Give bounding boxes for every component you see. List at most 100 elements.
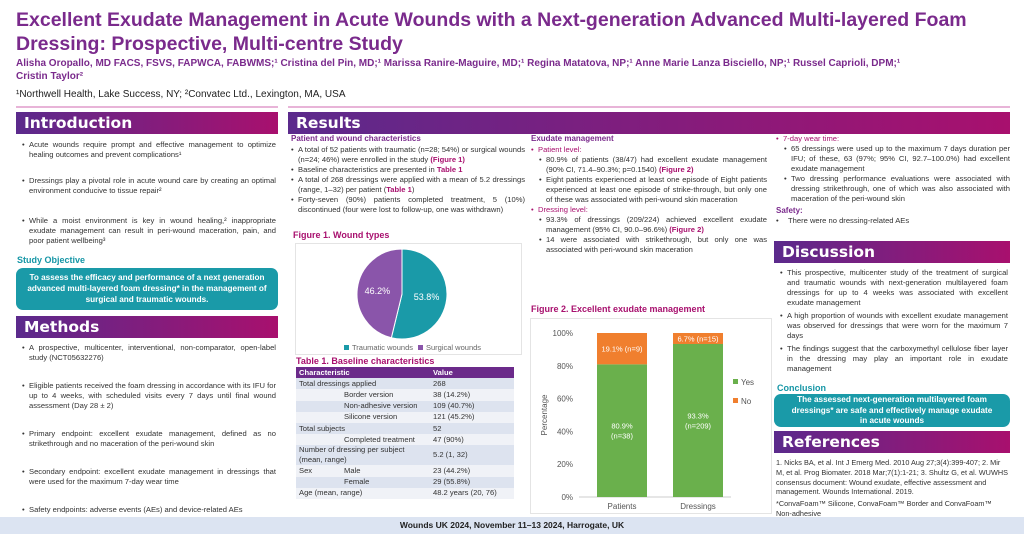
text: A total of 52 patients with traumatic (n… (298, 145, 525, 164)
list-item: The findings suggest that the carboxymet… (780, 344, 1008, 374)
discussion-heading: Discussion (774, 241, 1010, 263)
cell-empty (296, 389, 341, 401)
legend-label: Traumatic wounds (352, 343, 413, 352)
legend-label: Yes (741, 378, 754, 387)
column-header: Value (430, 367, 514, 379)
list-item: Primary endpoint: excellent exudate mana… (22, 429, 276, 449)
list-item: Eligible patients received the foam dres… (22, 381, 276, 411)
figure-2-ref[interactable]: (Figure 2) (658, 165, 694, 174)
pie-slice (390, 248, 448, 340)
legend-label: Surgical wounds (426, 343, 481, 352)
references-heading: References (774, 431, 1010, 453)
cell-subcategory: Non-adhesive version (341, 400, 430, 412)
x-tick-label: Dressings (680, 502, 716, 511)
cell-subcategory: Completed treatment (341, 434, 430, 446)
list-item: 65 dressings were used up to the maximum… (784, 144, 1010, 174)
study-objective-box: To assess the efficacy and performance o… (16, 268, 278, 310)
cell-value: 268 (430, 378, 514, 390)
list-item: While a moist environment is key in woun… (22, 216, 276, 246)
list-item: This prospective, multicenter study of t… (780, 268, 1008, 308)
list-item: Safety endpoints: adverse events (AEs) a… (22, 505, 276, 515)
cell-value: 47 (90%) (430, 434, 514, 446)
list-item: A total of 268 dressings were applied wi… (291, 175, 525, 195)
list-item: 93.3% of dressings (209/224) achieved ex… (539, 215, 767, 235)
figure-1-pie-chart: 53.8% Traumatic wounds 46.2% Surgical wound… (295, 243, 522, 355)
legend-swatch (418, 345, 423, 350)
wear-time-label: 7-day wear time: (776, 134, 1010, 144)
list-item: Secondary endpoint: excellent exudate ma… (22, 467, 276, 487)
list-item: There were no dressing-related AEs (776, 216, 1010, 226)
cell-value: 48.2 years (20, 76) (430, 487, 514, 499)
bar-data-label: 93.3% (687, 411, 709, 420)
exudate-heading: Exudate management (531, 134, 614, 143)
bar-segment-no (597, 333, 647, 365)
affiliations: ¹Northwell Health, Lake Success, NY; ²Co… (16, 89, 346, 100)
table-1-ref[interactable]: Table 1 (386, 185, 412, 194)
bar-segment-yes (673, 343, 723, 497)
cell-value: 23 (44.2%) (430, 465, 514, 477)
study-objective-heading: Study Objective (17, 255, 86, 265)
divider (288, 106, 1010, 108)
pie-data-label: 53.8% (414, 292, 440, 302)
footer: Wounds UK 2024, November 11–13 2024, Har… (0, 517, 1024, 534)
x-tick-label: Patients (608, 502, 637, 511)
list-item: Dressings play a pivotal role in acute w… (22, 176, 276, 196)
table-row: Number of dressing per subject (mean, ra… (296, 445, 514, 466)
y-tick-label: 100% (553, 329, 573, 338)
patient-wound-heading: Patient and wound characteristics (291, 134, 421, 143)
methods-heading: Methods (16, 316, 278, 338)
safety-heading: Safety: (776, 206, 803, 215)
legend-label: No (741, 397, 752, 406)
bar-data-label: 19.1% (n=9) (601, 345, 643, 354)
cell-characteristic: Total dressings applied (296, 378, 430, 390)
patient-wound-list: A total of 52 patients with traumatic (n… (291, 145, 525, 215)
footnote: *ConvaFoam™ Silicone, ConvaFoam™ Border … (776, 499, 992, 518)
table-1-title: Table 1. Baseline characteristics (296, 356, 435, 366)
cell-subcategory: Silicone version (341, 411, 430, 423)
bar-data-label: 80.9% (611, 422, 633, 431)
y-tick-label: 40% (557, 427, 573, 436)
column-header: Characteristic (296, 367, 430, 379)
text: 80.9% of patients (38/47) had excellent … (546, 155, 767, 174)
legend-swatch (733, 379, 738, 384)
y-tick-label: 0% (561, 493, 573, 502)
pie-svg: 53.8% Traumatic wounds 46.2% Surgical wound… (344, 248, 481, 352)
cell-subcategory: Female (341, 476, 430, 488)
cell-subcategory: Male (341, 465, 430, 477)
results-heading: Results (288, 112, 1010, 134)
list-item: Forty-seven (90%) patients completed tre… (291, 195, 525, 215)
figure-1-ref[interactable]: (Figure 1) (430, 155, 465, 164)
legend-swatch (344, 345, 349, 350)
bar-data-label: (n=209) (685, 421, 712, 430)
cell-characteristic: Age (mean, range) (296, 487, 430, 499)
dressing-level-label: Dressing level: (531, 205, 767, 215)
cell-empty (296, 476, 341, 488)
cell-characteristic: Number of dressing per subject (mean, ra… (296, 445, 430, 466)
bar-segment-yes (597, 364, 647, 497)
y-axis-label: Percentage (540, 394, 549, 435)
list-item: 80.9% of patients (38/47) had excellent … (539, 155, 767, 175)
conclusion-box: The assessed next-generation multilayere… (774, 394, 1010, 427)
table-1-ref[interactable]: Table 1 (436, 165, 463, 174)
cell-empty (296, 434, 341, 446)
references-text: 1. Nicks BA, et al. Int J Emerg Med. 201… (776, 458, 1008, 497)
discussion-list: This prospective, multicenter study of t… (780, 268, 1008, 374)
list-item: A total of 52 patients with traumatic (n… (291, 145, 525, 165)
pie-data-label: 46.2% (365, 286, 391, 296)
y-tick-label: 80% (557, 362, 573, 371)
cell-empty (296, 411, 341, 423)
figure-2-ref[interactable]: (Figure 2) (669, 225, 704, 234)
cell-characteristic: Sex (296, 465, 341, 477)
bar-data-label: 6.7% (n=15) (677, 334, 719, 343)
text: ) (411, 185, 415, 194)
cell-characteristic: Total subjects (296, 422, 430, 435)
y-tick-label: 20% (557, 460, 573, 469)
cell-value: 5.2 (1, 32) (430, 445, 514, 466)
cell-value: 29 (55.8%) (430, 476, 514, 488)
